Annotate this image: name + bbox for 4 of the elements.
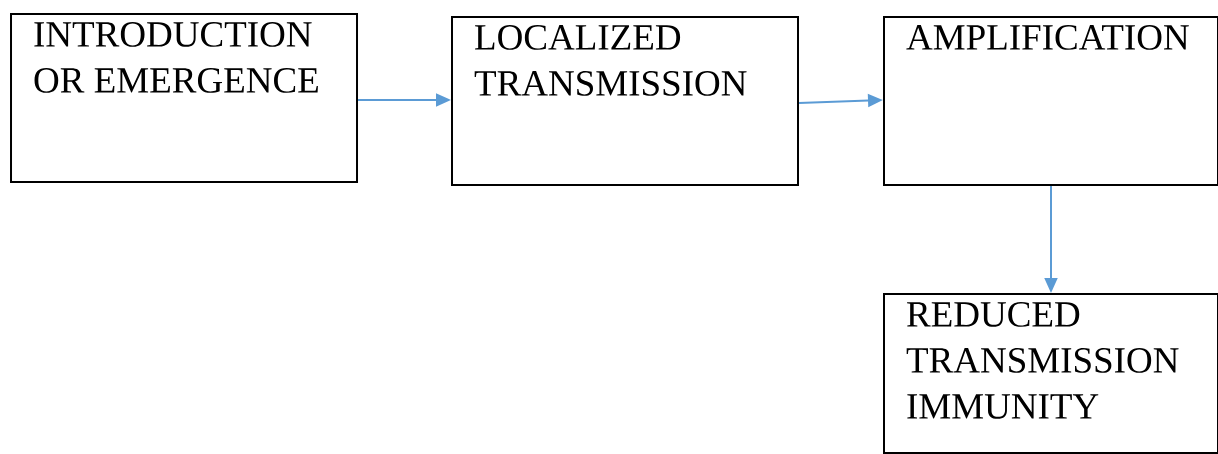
process-box: LOCALIZED TRANSMISSION bbox=[451, 16, 799, 186]
process-box: AMPLIFICATION bbox=[883, 16, 1218, 186]
process-box: REDUCED TRANSMISSION IMMUNITY bbox=[883, 293, 1218, 454]
process-box: INTRODUCTION OR EMERGENCE bbox=[10, 13, 358, 183]
